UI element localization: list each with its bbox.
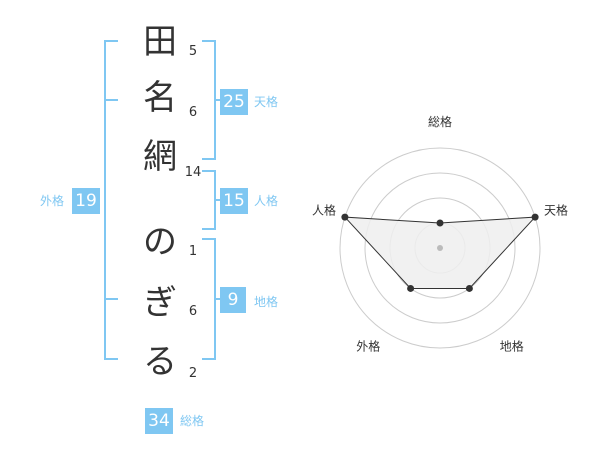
radar-point-3 <box>465 284 473 292</box>
gaikaku-value-badge: 19 <box>72 188 100 214</box>
radar-axis-label-3: 地格 <box>500 339 524 354</box>
jinkaku-value-badge: 15 <box>220 188 248 214</box>
stroke-count-3: 14 <box>184 165 202 180</box>
chikaku-bracket <box>202 238 216 360</box>
radar-ring-3 <box>364 172 516 324</box>
gaikaku-tick-lower <box>104 298 118 300</box>
soukaku-value-badge: 34 <box>145 408 173 434</box>
stroke-count-6: 2 <box>188 366 198 381</box>
radar-axis-label-5: 人格 <box>312 202 336 217</box>
stroke-count-2: 6 <box>188 105 198 120</box>
radar-point-2 <box>531 213 539 221</box>
radar-point-1 <box>436 219 444 227</box>
radar-ring-4 <box>339 147 541 349</box>
stroke-count-5: 6 <box>188 304 198 319</box>
stroke-count-1: 5 <box>188 44 198 59</box>
chikaku-label: 地格 <box>254 295 279 309</box>
name-char-5: ぎ <box>143 283 177 323</box>
name-char-1: 田 <box>143 22 177 62</box>
tenkaku-tick <box>216 99 222 101</box>
jinkaku-tick <box>216 199 222 201</box>
gaikaku-label: 外格 <box>40 194 65 208</box>
gaikaku-tick-upper <box>104 99 118 101</box>
tenkaku-label: 天格 <box>254 95 279 109</box>
radar-center-dot <box>437 245 443 251</box>
radar-axis-label-4: 外格 <box>356 339 380 354</box>
name-char-3: 網 <box>143 137 177 177</box>
name-char-6: る <box>143 342 177 382</box>
radar-point-4 <box>407 284 415 292</box>
chikaku-value-badge: 9 <box>220 287 246 313</box>
stroke-count-4: 1 <box>188 244 198 259</box>
radar-point-5 <box>341 213 349 221</box>
soukaku-label: 総格 <box>180 414 205 428</box>
name-char-4: の <box>143 222 177 262</box>
gaikaku-bracket <box>104 40 118 360</box>
tenkaku-value-badge: 25 <box>220 89 248 115</box>
tenkaku-bracket <box>202 40 216 160</box>
radar-axis-label-2: 天格 <box>544 202 568 217</box>
name-char-2: 名 <box>143 78 177 118</box>
jinkaku-bracket <box>202 170 216 230</box>
chikaku-tick <box>216 298 222 300</box>
jinkaku-label: 人格 <box>254 194 279 208</box>
radar-axis-label-1: 総格 <box>428 114 452 129</box>
radar-points <box>341 213 539 292</box>
radar-series-area <box>343 216 537 289</box>
